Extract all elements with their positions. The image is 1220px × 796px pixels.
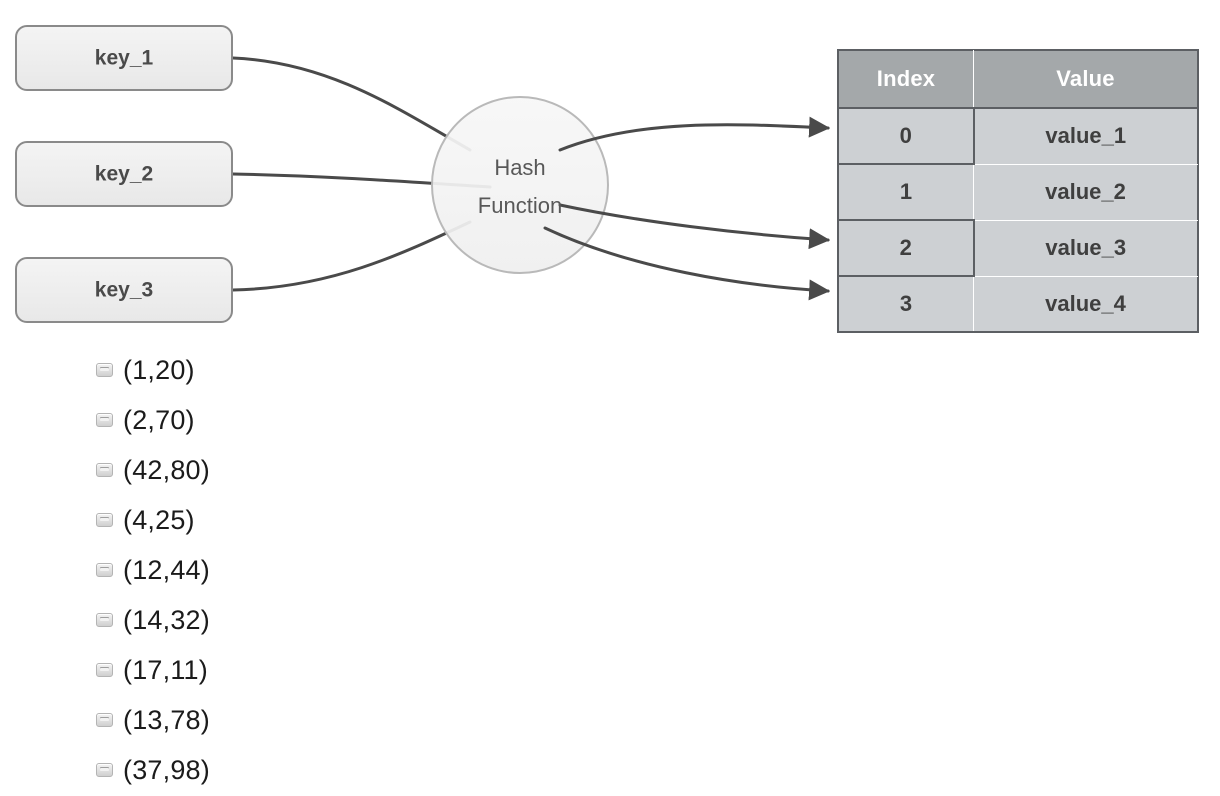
table-row[interactable]: 0 value_1 <box>838 107 1198 165</box>
list-item-label: (13,78) <box>123 704 210 735</box>
collapse-marker-icon[interactable] <box>96 713 113 727</box>
key-box-3-label: key_3 <box>95 279 153 302</box>
collapse-marker-icon[interactable] <box>96 663 113 677</box>
key-value-pair-list: (1,20) (2,70) (42,80) (4,25) (12,44) (14… <box>96 345 210 795</box>
list-item-label: (42,80) <box>123 454 210 485</box>
hash-table-diagram: key_1 key_2 key_3 Hash Function <box>15 25 831 323</box>
list-item-label: (17,11) <box>123 654 208 685</box>
cell-value-0: value_1 <box>973 107 1198 165</box>
cell-value-2: value_3 <box>973 219 1198 277</box>
table-header-row: Index Value <box>838 50 1198 109</box>
table-row[interactable]: 2 value_3 <box>838 219 1198 277</box>
collapse-marker-icon[interactable] <box>96 463 113 477</box>
key-box-2[interactable]: key_2 <box>15 141 233 207</box>
arrow-hash-to-row0 <box>558 116 831 152</box>
hash-table: Index Value 0 value_1 1 value_2 2 value_… <box>838 50 1198 332</box>
collapse-marker-icon[interactable] <box>96 513 113 527</box>
list-item-label: (1,20) <box>123 354 195 385</box>
key-box-2-label: key_2 <box>95 163 153 186</box>
list-item-label: (37,98) <box>123 754 210 785</box>
list-item-label: (14,32) <box>123 604 210 635</box>
list-item[interactable]: (37,98) <box>96 745 210 795</box>
collapse-marker-icon[interactable] <box>96 763 113 777</box>
list-item-label: (4,25) <box>123 504 195 535</box>
collapse-marker-icon[interactable] <box>96 613 113 627</box>
list-item-label: (2,70) <box>123 404 195 435</box>
collapse-marker-icon[interactable] <box>96 413 113 427</box>
column-header-index: Index <box>838 50 974 109</box>
cell-index-0: 0 <box>838 107 975 165</box>
list-item[interactable]: (13,78) <box>96 695 210 745</box>
cell-index-2: 2 <box>838 219 975 277</box>
edge-key1-to-hash <box>231 56 472 152</box>
cell-index-3: 3 <box>838 275 974 332</box>
table-row[interactable]: 3 value_4 <box>838 275 1198 332</box>
cell-index-1: 1 <box>838 163 974 221</box>
hash-function-label-line2: Function <box>478 193 562 218</box>
cell-value-3: value_4 <box>973 275 1198 332</box>
list-item-label: (12,44) <box>123 554 210 585</box>
arrow-hash-to-row3 <box>543 226 831 301</box>
collapse-marker-icon[interactable] <box>96 563 113 577</box>
list-item[interactable]: (42,80) <box>96 445 210 495</box>
list-item[interactable]: (2,70) <box>96 395 210 445</box>
hash-function-circle <box>431 96 609 274</box>
key-box-1[interactable]: key_1 <box>15 25 233 91</box>
key-box-1-label: key_1 <box>95 47 154 70</box>
collapse-marker-icon[interactable] <box>96 363 113 377</box>
key-box-3[interactable]: key_3 <box>15 257 233 323</box>
list-item[interactable]: (14,32) <box>96 595 210 645</box>
list-item[interactable]: (12,44) <box>96 545 210 595</box>
cell-value-1: value_2 <box>973 163 1198 221</box>
output-arrows <box>543 116 831 301</box>
list-item[interactable]: (1,20) <box>96 345 210 395</box>
edge-key3-to-hash <box>231 220 472 292</box>
list-item[interactable]: (17,11) <box>96 645 210 695</box>
arrow-hash-to-row2 <box>558 203 831 250</box>
column-header-value: Value <box>973 50 1198 109</box>
hash-function-label-line1: Hash <box>494 155 545 180</box>
table-row[interactable]: 1 value_2 <box>838 163 1198 221</box>
list-item[interactable]: (4,25) <box>96 495 210 545</box>
